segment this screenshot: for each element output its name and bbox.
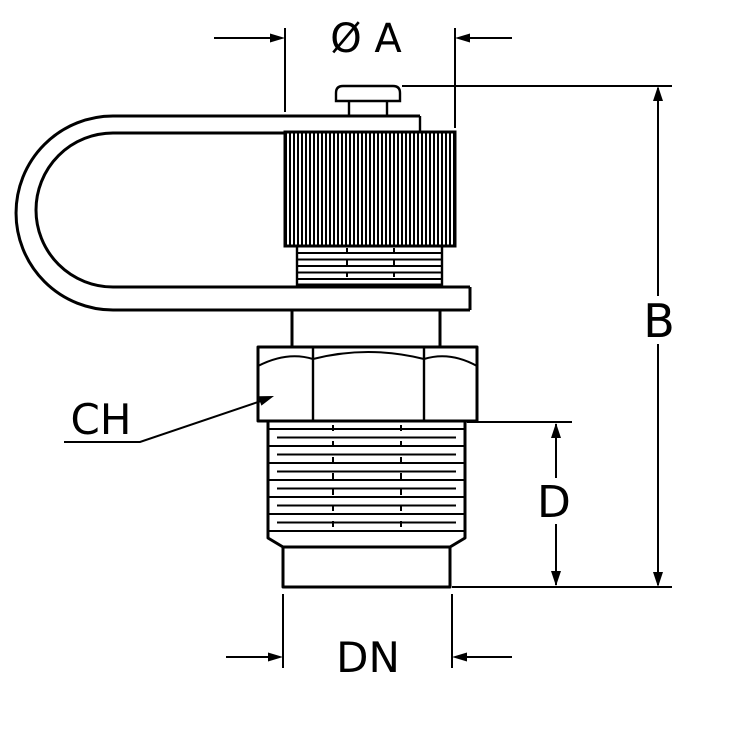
thread-d-label: D (537, 477, 571, 528)
dim-dn: DN (226, 594, 512, 682)
dim-thread-d: D (467, 421, 576, 586)
wrench-ch-label: CH (71, 395, 132, 444)
hex-nut (256, 345, 479, 423)
height-b-label: B (643, 294, 675, 348)
thread-tip (281, 545, 452, 589)
dim-diameter-a: Ø A (214, 16, 512, 128)
upper-thread (295, 246, 444, 287)
retaining-clip (14, 114, 472, 312)
callout-ch: CH (64, 395, 274, 444)
male-thread (266, 421, 467, 549)
dn-label: DN (336, 633, 400, 682)
knurled-knob (283, 130, 457, 248)
diameter-a-label: Ø A (330, 16, 402, 62)
stem (290, 310, 442, 347)
dim-height-b: B (402, 85, 681, 588)
knob-button (334, 84, 402, 116)
